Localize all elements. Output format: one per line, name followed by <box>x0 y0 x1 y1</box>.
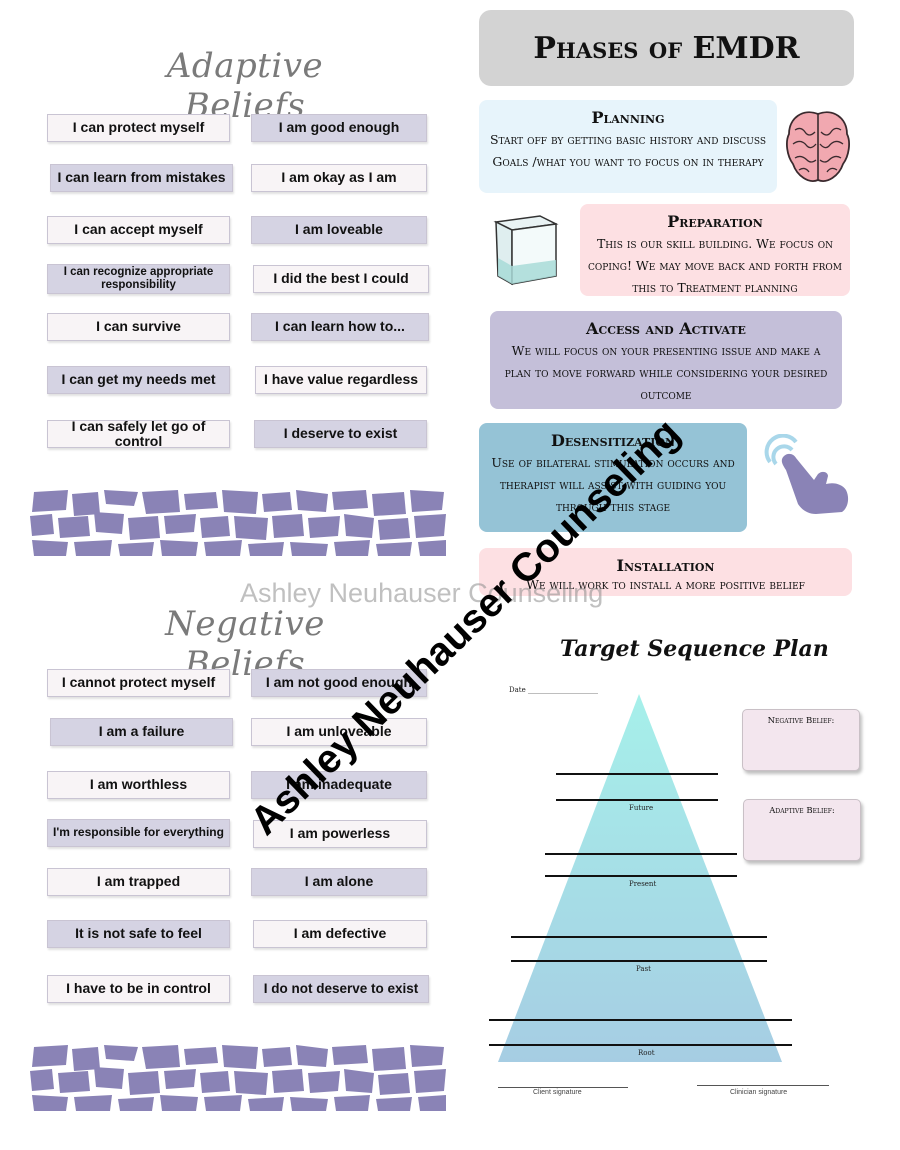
root-line <box>489 1019 792 1021</box>
mosaic-decoration <box>28 1045 448 1113</box>
belief-card: It is not safe to feel <box>47 920 230 948</box>
belief-card: I can learn from mistakes <box>50 164 233 192</box>
belief-card: I can protect myself <box>47 114 230 142</box>
belief-card: I'm responsible for everything <box>47 819 230 847</box>
belief-card: I am a failure <box>50 718 233 746</box>
belief-card: I am inadequate <box>251 771 427 799</box>
belief-card: I did the best I could <box>253 265 429 293</box>
belief-card: I am worthless <box>47 771 230 799</box>
date-label-text: Date <box>509 686 526 694</box>
phase-access-activate: Access and Activate We will focus on you… <box>490 311 842 409</box>
phase-body: We will focus on your presenting issue a… <box>504 343 828 402</box>
root-line <box>489 1044 792 1046</box>
phase-body: This is our skill building. We focus on … <box>588 236 843 295</box>
target-sequence-title: Target Sequence Plan <box>560 636 829 662</box>
belief-card: I am not good enough <box>251 669 427 697</box>
belief-card: I can accept myself <box>47 216 230 244</box>
phase-planning: Planning Start off by getting basic hist… <box>479 100 777 193</box>
future-line <box>556 773 718 775</box>
past-line <box>511 960 767 962</box>
phase-title: Desensitization <box>551 431 675 450</box>
adaptive-belief-field[interactable]: Adaptive Belief: <box>743 799 861 861</box>
clinician-signature-label: Clinician signature <box>730 1089 788 1096</box>
clinician-signature-line[interactable] <box>697 1085 829 1086</box>
phase-preparation: Preparation This is our skill building. … <box>580 204 850 296</box>
glass-cube-icon <box>490 210 562 288</box>
belief-card: I can learn how to... <box>251 313 429 341</box>
belief-card: I am powerless <box>253 820 427 848</box>
belief-card: I am okay as I am <box>251 164 427 192</box>
level-label-future: Future <box>629 804 654 812</box>
phase-title: Access and Activate <box>586 319 746 338</box>
phase-title: Preparation <box>667 212 763 231</box>
belief-card: I cannot protect myself <box>47 669 230 697</box>
negative-belief-field[interactable]: Negative Belief: <box>742 709 860 771</box>
pointing-hand-icon <box>762 433 854 518</box>
adaptive-beliefs-title: Adaptive Beliefs <box>166 46 324 126</box>
belief-card: I am unloveable <box>251 718 427 746</box>
mosaic-decoration <box>28 490 448 558</box>
client-signature-line[interactable] <box>498 1087 628 1088</box>
phase-body: Use of bilateral stimulation occurs and … <box>491 455 735 514</box>
present-line <box>545 875 737 877</box>
belief-card: I have to be in control <box>47 975 230 1003</box>
phase-body: Start off by getting basic history and d… <box>489 132 767 169</box>
belief-card: I have value regardless <box>255 366 427 394</box>
belief-card: I am defective <box>253 920 427 948</box>
belief-card: I can safely let go of control <box>47 418 230 449</box>
watermark-horizontal: Ashley Neuhauser Counseling <box>240 578 604 608</box>
phase-title: Installation <box>616 556 715 575</box>
phase-installation: Installation We will work to install a m… <box>479 548 852 596</box>
future-line <box>556 799 718 801</box>
belief-card: I am alone <box>251 868 427 896</box>
phase-desensitization: Desensitization Use of bilateral stimula… <box>479 423 747 532</box>
phases-title: Phases of EMDR <box>479 10 854 86</box>
belief-card: I deserve to exist <box>254 420 427 448</box>
target-pyramid <box>498 692 784 1064</box>
belief-card: I can survive <box>47 313 230 341</box>
level-label-past: Past <box>636 965 651 973</box>
level-label-root: Root <box>638 1049 655 1057</box>
present-line <box>545 853 737 855</box>
belief-card: I am trapped <box>47 868 230 896</box>
level-label-present: Present <box>629 880 657 888</box>
client-signature-label: Client signature <box>533 1089 582 1096</box>
belief-card: I am loveable <box>251 216 427 244</box>
belief-card: I can recognize appropriate responsibili… <box>47 264 230 294</box>
phase-body: We will work to install a more positive … <box>526 577 805 592</box>
belief-card: I do not deserve to exist <box>253 975 429 1003</box>
past-line <box>511 936 767 938</box>
date-label: Date ____________________ <box>509 686 598 694</box>
phase-title: Planning <box>591 108 665 127</box>
belief-card: I am good enough <box>251 114 427 142</box>
belief-card: I can get my needs met <box>47 366 230 394</box>
brain-icon <box>783 106 853 190</box>
